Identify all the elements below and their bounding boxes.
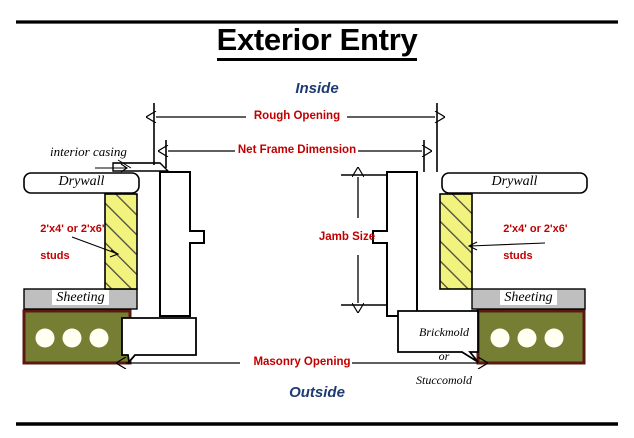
masonry-block-left [22, 309, 132, 365]
rough-opening-label: Rough Opening [253, 110, 341, 122]
masonry-block-right [476, 309, 586, 365]
drywall-label-right: Drywall [491, 174, 538, 189]
inside-label: Inside [295, 80, 339, 97]
drywall-band-right [441, 172, 588, 194]
dimension-jamb-size [341, 175, 388, 305]
outside-label: Outside [289, 384, 345, 401]
jamb-profile-left [159, 171, 205, 317]
leader-studs-left [71, 236, 120, 258]
brickmold-callout-text: Brickmold or Stuccomold [398, 314, 478, 398]
drywall-band-left [23, 172, 140, 194]
brickmold-line-2: or [438, 349, 450, 363]
studs-label-left-line2: studs [40, 250, 70, 263]
leader-arrow-interior-casing [95, 163, 128, 173]
net-frame-dimension-label: Net Frame Dimension [237, 144, 357, 156]
stud-cavity-left [104, 193, 138, 290]
brickmold-line-1: Brickmold [419, 325, 469, 339]
studs-label-right-line2: studs [503, 250, 533, 263]
sheeting-label-right: Sheeting [472, 290, 585, 306]
masonry-opening-label: Masonry Opening [253, 356, 351, 368]
sheeting-label-left: Sheeting [24, 290, 137, 306]
studs-label-left: 2'x4' or 2'x6' studs [28, 209, 105, 278]
studs-label-right: 2'x4' or 2'x6' studs [491, 209, 568, 278]
page-title: Exterior Entry [0, 22, 634, 61]
leader-interior-casing [117, 159, 132, 169]
drywall-label-left: Drywall [58, 174, 105, 189]
interior-casing-label: interior casing [50, 144, 127, 159]
interior-casing-left [112, 162, 170, 172]
brickmold-line-3: Stuccomold [416, 373, 472, 387]
mold-box-left [121, 317, 197, 365]
jamb-size-label: Jamb Size [318, 231, 376, 243]
studs-label-left-line1: 2'x4' or 2'x6' [40, 222, 105, 235]
brickmold-callout-balloon [397, 310, 479, 363]
leader-studs-right [467, 241, 546, 251]
studs-label-right-line1: 2'x4' or 2'x6' [503, 222, 568, 235]
jamb-profile-right [372, 171, 418, 317]
stud-cavity-right [439, 193, 473, 290]
